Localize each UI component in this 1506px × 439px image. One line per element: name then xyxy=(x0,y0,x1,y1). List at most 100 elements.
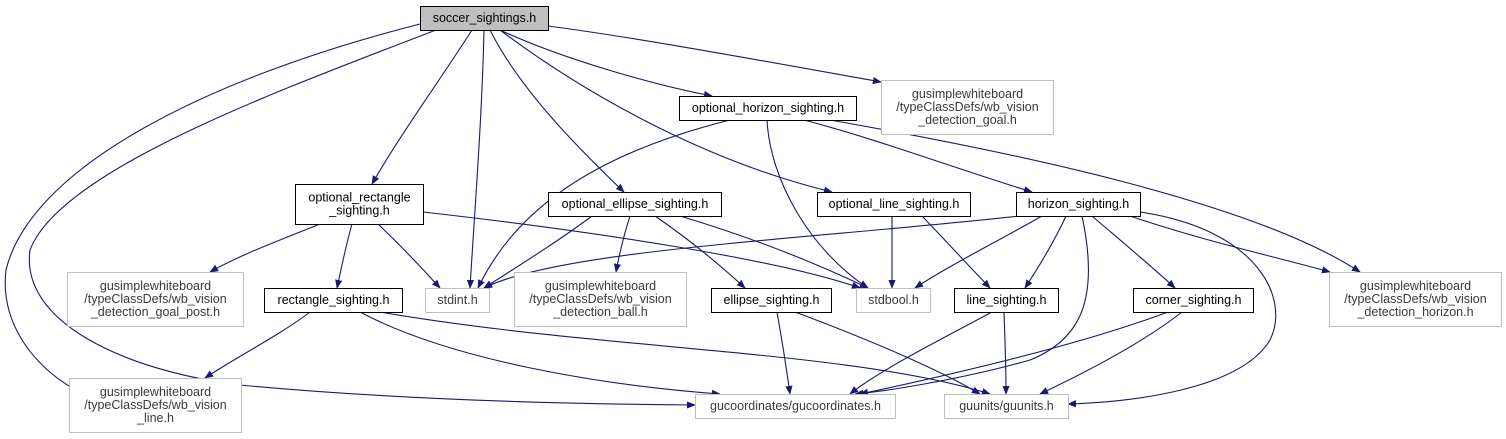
node-guunits[interactable]: guunits/guunits.h xyxy=(944,394,1069,419)
edge-hs-to-cs xyxy=(1091,215,1176,289)
node-rs[interactable]: rectangle_sighting.h xyxy=(264,288,403,313)
node-label: rectangle_sighting.h xyxy=(278,293,390,307)
edge-cs-to-guunits xyxy=(1039,311,1183,395)
edge-hs-to-gucoord xyxy=(854,215,1089,397)
node-stdbool[interactable]: stdbool.h xyxy=(856,288,931,313)
node-horizon[interactable]: gusimplewhiteboard/typeClassDefs/wb_visi… xyxy=(1329,272,1502,327)
edge-ls-to-guunits xyxy=(1002,311,1010,395)
node-box xyxy=(679,96,857,121)
edge-ohs-to-stdbool xyxy=(766,119,869,289)
node-box xyxy=(954,288,1059,313)
edge-root-to-stdint xyxy=(466,29,485,289)
node-ohs[interactable]: optional_horizon_sighting.h xyxy=(679,96,857,121)
node-label: _detection_horizon.h xyxy=(1356,305,1473,319)
node-label: gusimplewhiteboard xyxy=(545,279,656,293)
node-box xyxy=(69,378,242,433)
node-label: /typeClassDefs/wb_vision xyxy=(896,100,1038,114)
node-ls[interactable]: line_sighting.h xyxy=(954,288,1059,313)
node-label: stdint.h xyxy=(437,293,477,307)
edge-root-to-gucoord xyxy=(28,29,696,409)
edge-ors-to-stdbool xyxy=(422,211,861,289)
node-hs[interactable]: horizon_sighting.h xyxy=(1016,192,1141,217)
node-label: gusimplewhiteboard xyxy=(912,87,1023,101)
node-label: /typeClassDefs/wb_vision xyxy=(1344,292,1486,306)
edge-hs-to-ls xyxy=(1024,215,1067,289)
edge-oes-to-ball xyxy=(613,215,631,273)
node-box xyxy=(856,288,931,313)
node-box xyxy=(817,192,971,217)
node-es[interactable]: ellipse_sighting.h xyxy=(711,288,832,313)
node-label: /typeClassDefs/wb_vision xyxy=(84,292,226,306)
node-box xyxy=(425,288,490,313)
node-label: optional_ellipse_sighting.h xyxy=(562,197,709,211)
node-ors[interactable]: optional_rectangle_sighting.h xyxy=(295,184,424,225)
node-box xyxy=(711,288,832,313)
node-box xyxy=(695,394,896,419)
node-label: corner_sighting.h xyxy=(1146,293,1242,307)
node-root: soccer_sightings.h xyxy=(420,6,549,31)
node-box xyxy=(1133,288,1254,313)
edge-root-to-ors xyxy=(371,29,473,185)
node-label: stdbool.h xyxy=(868,293,919,307)
edge-ohs-to-stdint xyxy=(477,119,731,289)
edge-hs-to-horizon xyxy=(1129,215,1331,274)
edge-oes-to-es xyxy=(654,215,746,289)
node-label: line_sighting.h xyxy=(967,293,1047,307)
node-stdint[interactable]: stdint.h xyxy=(425,288,490,313)
nodes-layer: soccer_sightings.h optional_horizon_sight… xyxy=(67,6,1502,433)
edge-root-to-oes xyxy=(489,29,625,193)
node-label: _detection_ball.h xyxy=(552,305,648,319)
edge-ors-to-rs xyxy=(335,223,353,289)
node-gucoord[interactable]: gucoordinates/gucoordinates.h xyxy=(695,394,896,419)
node-label: optional_horizon_sighting.h xyxy=(692,101,844,115)
node-cs[interactable]: corner_sighting.h xyxy=(1133,288,1254,313)
node-box xyxy=(264,288,403,313)
edge-rs-to-gucoord xyxy=(359,311,721,397)
edge-oes-to-stdint xyxy=(483,215,593,289)
edge-ors-to-goalpost xyxy=(209,223,321,273)
edge-ohs-to-hs xyxy=(803,119,1033,194)
node-label: optional_rectangle xyxy=(308,191,410,205)
edge-rs-to-line xyxy=(204,311,311,379)
node-label: _line.h xyxy=(136,411,174,425)
node-box xyxy=(1329,272,1502,327)
edge-rs-to-guunits xyxy=(379,311,991,396)
node-box xyxy=(67,272,244,327)
node-oes[interactable]: optional_ellipse_sighting.h xyxy=(548,192,722,217)
node-label: gusimplewhiteboard xyxy=(100,279,211,293)
edge-hs-to-stdbool xyxy=(914,215,1043,289)
edge-oes-to-stdbool xyxy=(679,215,869,289)
node-box xyxy=(881,80,1054,135)
node-goalpost[interactable]: gusimplewhiteboard/typeClassDefs/wb_visi… xyxy=(67,272,244,327)
node-ols[interactable]: optional_line_sighting.h xyxy=(817,192,971,217)
edge-ols-to-ls xyxy=(921,215,991,289)
node-box xyxy=(548,192,722,217)
node-box xyxy=(295,184,424,225)
node-label: gusimplewhiteboard xyxy=(1360,279,1471,293)
edge-cs-to-gucoord xyxy=(859,311,1169,396)
node-label: _detection_goal.h xyxy=(917,113,1017,127)
node-label: optional_line_sighting.h xyxy=(829,197,960,211)
edge-root-to-ohs xyxy=(499,29,713,98)
node-label: /typeClassDefs/wb_vision xyxy=(529,292,671,306)
node-goal[interactable]: gusimplewhiteboard/typeClassDefs/wb_visi… xyxy=(881,80,1054,135)
node-label: guunits/guunits.h xyxy=(959,399,1054,413)
node-label: soccer_sightings.h xyxy=(433,11,537,25)
node-label: ellipse_sighting.h xyxy=(724,293,820,307)
node-line[interactable]: gusimplewhiteboard/typeClassDefs/wb_visi… xyxy=(69,378,242,433)
node-label: /typeClassDefs/wb_vision xyxy=(84,398,226,412)
edge-root-to-goal xyxy=(547,25,882,85)
edge-es-to-gucoord xyxy=(776,311,793,395)
node-label: gucoordinates/gucoordinates.h xyxy=(710,399,881,413)
edge-hs-to-guunits xyxy=(1067,211,1277,408)
node-label: _detection_goal_post.h xyxy=(90,305,220,319)
edge-ors-to-stdint xyxy=(377,223,441,289)
node-label: _sighting.h xyxy=(328,204,390,218)
node-ball[interactable]: gusimplewhiteboard/typeClassDefs/wb_visi… xyxy=(514,272,687,327)
edge-root-to-line xyxy=(4,23,421,393)
node-label: horizon_sighting.h xyxy=(1028,197,1130,211)
edge-es-to-guunits xyxy=(794,311,981,395)
node-box xyxy=(420,6,549,31)
node-box xyxy=(1016,192,1141,217)
